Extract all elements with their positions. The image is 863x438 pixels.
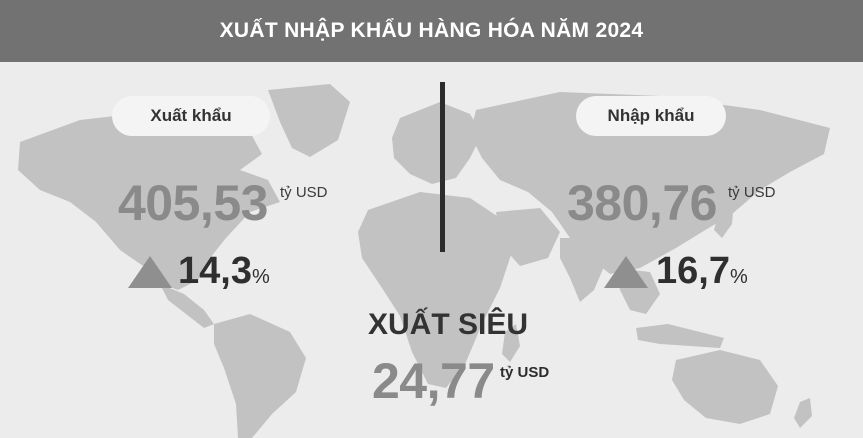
asia-shape [470,92,830,274]
import-label: Nhập khẩu [607,106,695,125]
indonesia-shape [636,324,724,348]
world-map-background [18,84,830,438]
australia-shape [672,350,778,424]
greenland-shape [268,84,350,157]
madagascar-shape [502,324,520,362]
import-growth-value: 16,7 [656,250,730,292]
export-growth-value: 14,3 [178,250,252,292]
export-growth-up-triangle-icon [128,256,172,288]
south-america-shape [214,314,306,438]
export-unit: tỷ USD [280,184,328,201]
import-label-pill: Nhập khẩu [576,96,726,136]
export-growth: 14,3% [178,250,270,293]
north-america-shape [18,112,280,290]
europe-shape [392,102,482,184]
import-unit: tỷ USD [728,184,776,201]
import-growth: 16,7% [656,250,748,293]
export-label: Xuất khẩu [150,106,232,125]
surplus-value: 24,77 [372,353,495,409]
new-zealand-shape [794,398,812,428]
export-value: 405,53 [118,175,268,231]
page-title: XUẤT NHẬP KHẨU HÀNG HÓA NĂM 2024 [219,19,644,42]
surplus-unit: tỷ USD [500,364,550,381]
import-growth-unit: % [729,266,748,288]
import-growth-up-triangle-icon [604,256,648,288]
surplus-label: XUẤT SIÊU [368,308,529,341]
africa-shape [358,192,512,388]
export-label-pill: Xuất khẩu [112,96,270,136]
import-value: 380,76 [567,175,717,231]
header-bar: XUẤT NHẬP KHẨU HÀNG HÓA NĂM 2024 [0,0,863,62]
center-divider [440,82,445,252]
central-america-shape [160,284,214,328]
middle-east-shape [496,208,560,266]
india-shape [560,238,606,302]
japan-shape [714,190,734,238]
export-growth-unit: % [251,266,270,288]
